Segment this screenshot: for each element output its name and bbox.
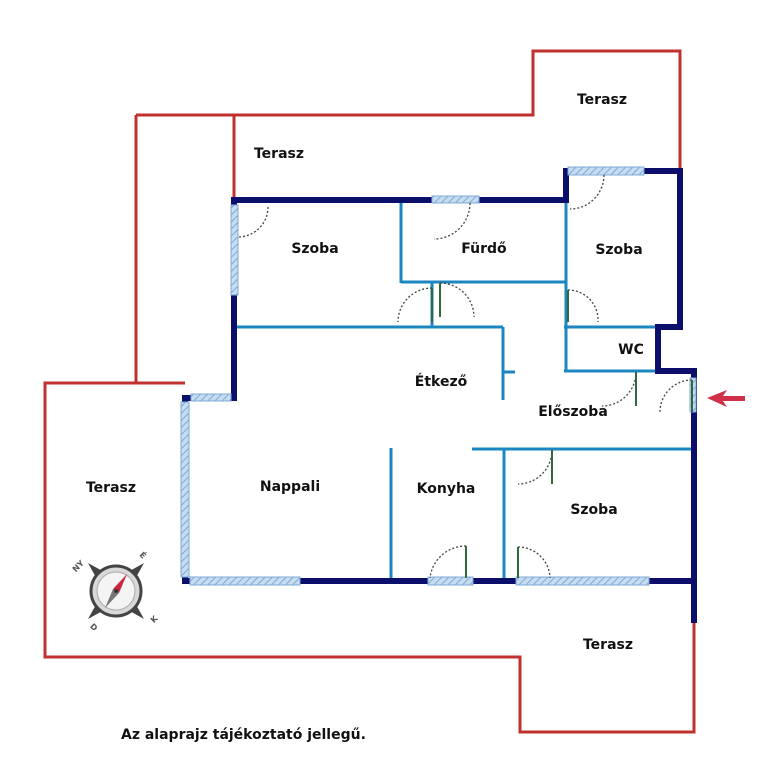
- window: [427, 576, 474, 586]
- door-arc: [569, 174, 605, 210]
- room-label-etkezo: Étkező: [415, 373, 468, 390]
- exterior-walls: [182, 168, 697, 623]
- room-label-nappali: Nappali: [260, 479, 320, 495]
- door-arc: [397, 287, 433, 323]
- room-label-szoba-se: Szoba: [570, 502, 617, 518]
- room-label-wc: WC: [618, 342, 644, 358]
- window: [567, 166, 645, 176]
- window: [180, 401, 190, 578]
- room-label-szoba-nw: Szoba: [291, 241, 338, 257]
- room-label-konyha: Konyha: [417, 481, 476, 497]
- door-leaves: [431, 283, 693, 578]
- door-arc: [439, 282, 475, 318]
- door-arc: [517, 449, 553, 485]
- door-arc: [601, 371, 637, 407]
- compass-label-east: K: [149, 613, 160, 624]
- window: [190, 393, 232, 402]
- door-arc: [567, 289, 599, 323]
- compass-label-west: NY: [71, 559, 86, 574]
- room-label-terasz-top-right: Terasz: [577, 92, 627, 108]
- compass-rose-icon: NY É K D: [71, 549, 161, 633]
- terrace-outline: [43, 381, 696, 734]
- door-arc: [433, 202, 471, 240]
- entrance-arrow-icon: [707, 390, 745, 407]
- door-arc: [237, 206, 269, 238]
- room-label-szoba-ne: Szoba: [595, 242, 642, 258]
- compass-label-south: D: [88, 622, 99, 633]
- room-label-terasz-south: Terasz: [583, 637, 633, 653]
- window: [431, 195, 480, 204]
- room-label-terasz-west: Terasz: [86, 480, 136, 496]
- door-arc: [659, 379, 693, 413]
- compass-label-north: É: [138, 549, 150, 561]
- door-arc: [517, 546, 551, 579]
- terrace-outline-north: [232, 49, 682, 200]
- interior-walls: [235, 200, 694, 580]
- door-arc: [429, 545, 467, 579]
- window: [515, 576, 650, 586]
- room-label-terasz-top: Terasz: [254, 146, 304, 162]
- disclaimer-note: Az alaprajz tájékoztató jellegű.: [121, 727, 366, 743]
- room-label-eloszoba: Előszoba: [538, 404, 608, 420]
- window: [189, 576, 301, 586]
- window: [230, 204, 239, 296]
- room-label-furdo: Fürdő: [461, 241, 507, 257]
